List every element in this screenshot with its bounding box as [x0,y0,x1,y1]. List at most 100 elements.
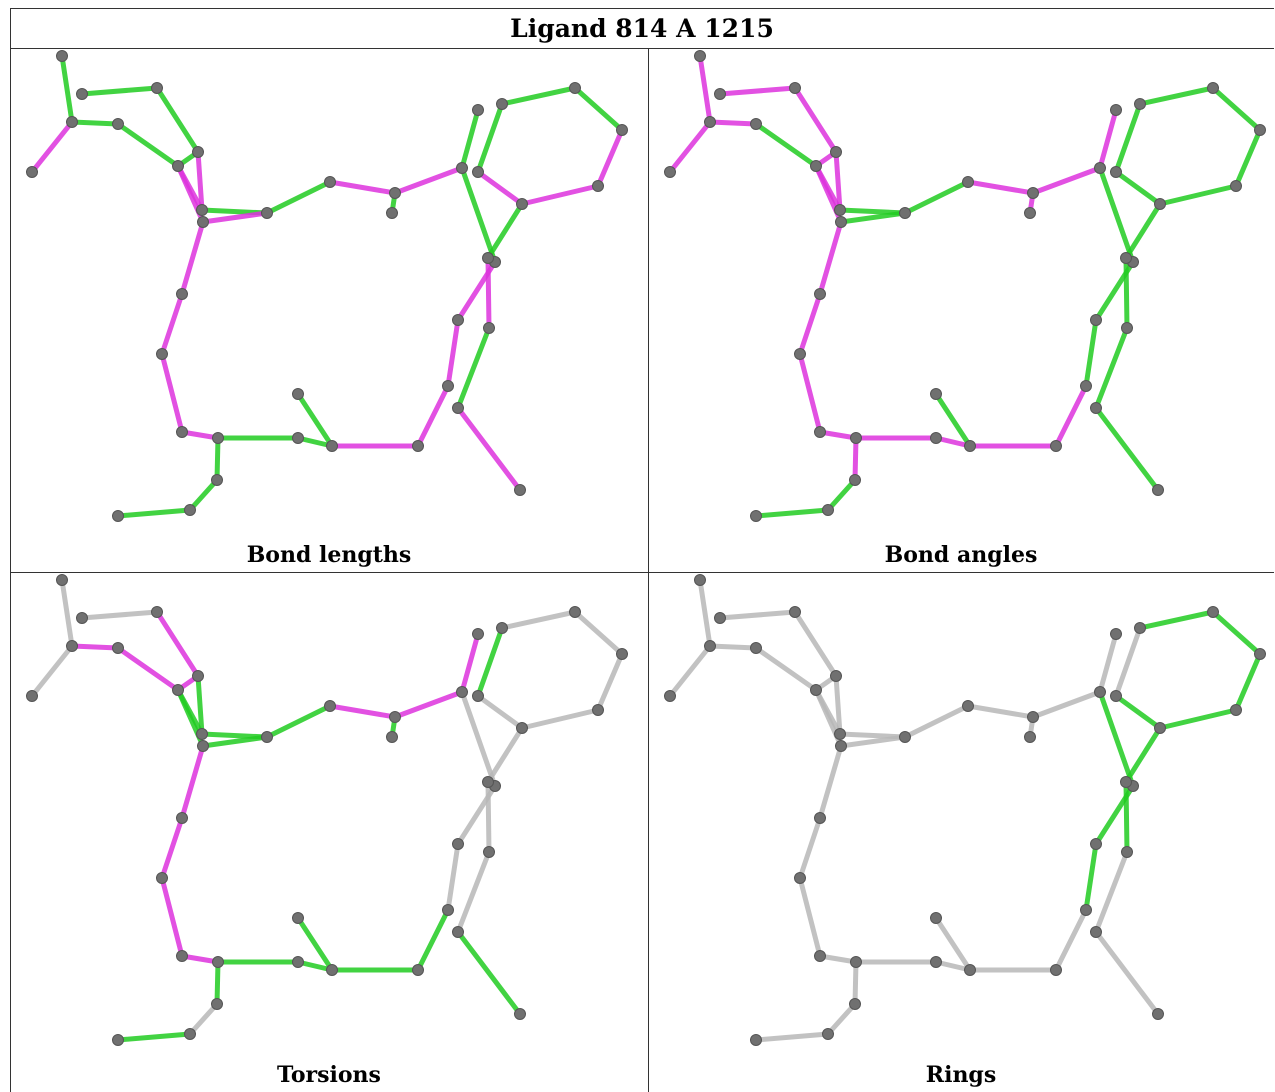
bond [159,351,185,435]
atom [814,812,826,824]
bond [1233,127,1263,189]
bond [519,183,601,207]
bond [595,127,625,189]
bond [179,953,221,965]
bond [154,609,201,679]
bond [1113,693,1163,731]
bond [817,743,844,821]
atom [472,166,484,178]
bond [965,703,1036,720]
atom [452,402,464,414]
bond [327,179,398,196]
atom [750,510,762,522]
atom [483,322,495,334]
bond [852,959,859,1007]
bond [753,507,831,519]
bond [415,383,451,449]
atom [176,950,188,962]
bond [79,85,160,97]
bond [825,1001,858,1037]
atom [292,388,304,400]
figure-frame [10,8,1274,1092]
atom [151,82,163,94]
atom [714,612,726,624]
molecule-structure [26,50,628,522]
bond [838,210,908,225]
atom [1152,484,1164,496]
atom [261,731,273,743]
atom [1254,124,1266,136]
atom [412,964,424,976]
atom [184,504,196,516]
bond [195,673,205,737]
bond [69,643,121,651]
bond [792,609,839,679]
bond [159,291,185,357]
atom [1024,731,1036,743]
atom [1154,722,1166,734]
atom [1110,628,1122,640]
atom [830,670,842,682]
bond [179,429,221,441]
bond [753,645,819,693]
bond [797,875,823,959]
panel-caption: Bond angles [884,542,1038,568]
bond [159,875,185,959]
atom [151,606,163,618]
atom [76,612,88,624]
atom [616,124,628,136]
atom [810,160,822,172]
bond [797,291,823,357]
atom [569,82,581,94]
bond [1083,841,1099,913]
bond [214,435,221,483]
bond [1157,183,1239,207]
atom [822,1028,834,1040]
bond [817,219,844,297]
panel-bond-lengths: Bond lengths [10,48,648,572]
bond [475,625,505,699]
bond [179,743,206,821]
atom [324,176,336,188]
atom [714,88,726,100]
atom [292,956,304,968]
atom [197,216,209,228]
atom [1090,314,1102,326]
bond [707,119,759,127]
atom [386,731,398,743]
bond [445,841,461,913]
bond [499,85,578,107]
atom [834,728,846,740]
bond [1113,625,1143,699]
bond [1083,317,1099,389]
bond [187,477,220,513]
panel-caption: Torsions [277,1062,381,1088]
panel-rings: Rings [648,572,1274,1092]
atom [789,82,801,94]
panel-torsions: Torsions [10,572,648,1092]
atom [1134,622,1146,634]
atom [1080,904,1092,916]
atom [389,711,401,723]
bond [59,53,75,125]
atom [592,180,604,192]
atom [197,740,209,752]
bond [1093,405,1161,493]
atom [212,432,224,444]
atom [1154,198,1166,210]
bond [933,391,973,449]
atom [930,956,942,968]
bond [1137,609,1216,631]
atom [176,812,188,824]
bond [295,915,335,973]
atom [814,426,826,438]
bond [1113,169,1163,207]
bond [1097,631,1119,695]
atom [1094,686,1106,698]
atom [112,118,124,130]
atom [1090,926,1102,938]
atom [472,104,484,116]
atom [261,207,273,219]
bond [667,643,713,699]
atom [1024,207,1036,219]
